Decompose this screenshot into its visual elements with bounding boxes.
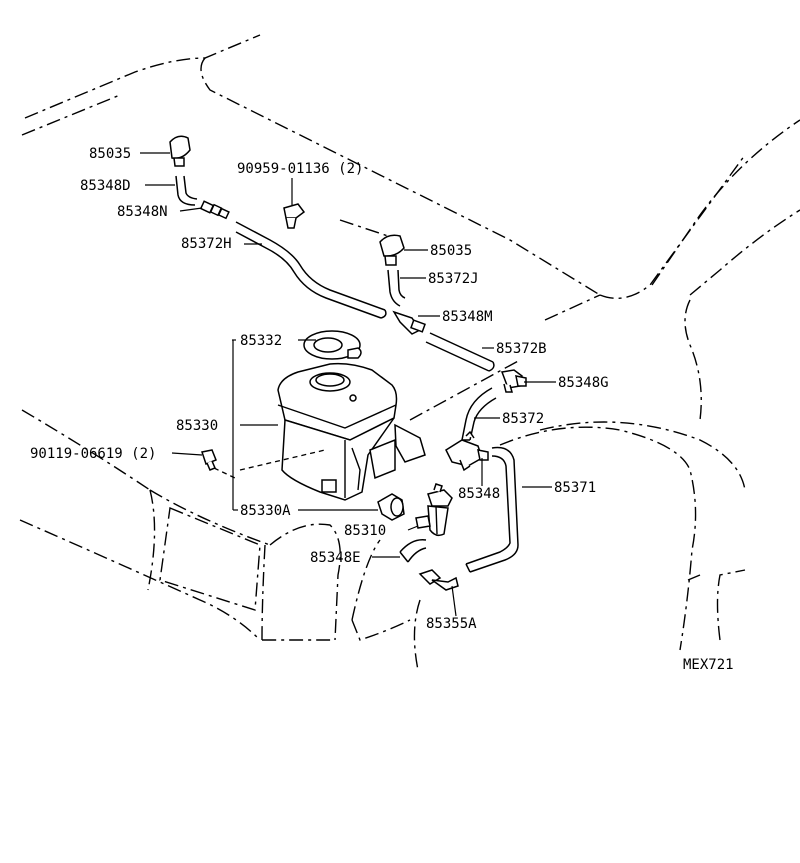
hose-85372j	[387, 269, 406, 307]
callout-85348m: 85348M	[442, 309, 493, 325]
connector-85348n	[199, 200, 230, 220]
hose-85348e	[399, 539, 427, 563]
callout-85348g: 85348G	[558, 375, 609, 391]
washer-nozzle-left	[169, 135, 191, 167]
callout-85355a: 85355A	[426, 616, 477, 632]
grommet-85330a	[377, 493, 405, 521]
callout-85310: 85310	[344, 523, 386, 539]
callout-85372h: 85372H	[181, 236, 232, 252]
callout-85035-center: 85035	[430, 243, 472, 259]
leader-lines	[140, 152, 556, 617]
hose-85348d	[175, 175, 198, 206]
vehicle-body-outline	[19, 34, 800, 671]
callout-85371: 85371	[554, 480, 596, 496]
clip-90959	[283, 203, 306, 229]
washer-tank	[277, 362, 426, 501]
callout-85372b: 85372B	[496, 341, 547, 357]
callout-90959-01136: 90959-01136 (2)	[237, 161, 363, 177]
washer-pump-85310	[415, 483, 453, 537]
callout-85330: 85330	[176, 418, 218, 434]
washer-nozzle-center	[379, 234, 405, 266]
callout-85372: 85372	[502, 411, 544, 427]
hose-85372	[461, 387, 497, 441]
callout-85035-left: 85035	[89, 146, 131, 162]
hose-85372h	[235, 221, 387, 319]
bolt-90119	[201, 449, 326, 479]
connector-85348g	[500, 369, 527, 393]
hose-85371	[465, 446, 519, 573]
callout-85348n: 85348N	[117, 204, 168, 220]
callout-85332: 85332	[240, 333, 282, 349]
callout-85348e: 85348E	[310, 550, 361, 566]
connector-85348m	[392, 310, 426, 335]
hose-85372b	[425, 332, 495, 372]
callout-85372j: 85372J	[428, 271, 479, 287]
tank-cap	[303, 330, 362, 360]
callout-85348: 85348	[458, 486, 500, 502]
joint-85355a	[418, 569, 459, 591]
callout-85330a: 85330A	[240, 503, 291, 519]
callout-labels: 85035 85348D 85348N 85372H 90959-01136 (…	[30, 146, 734, 673]
callout-85348d: 85348D	[80, 178, 131, 194]
callout-90119-06619: 90119-06619 (2)	[30, 446, 156, 462]
diagram-code: MEX721	[683, 657, 734, 673]
